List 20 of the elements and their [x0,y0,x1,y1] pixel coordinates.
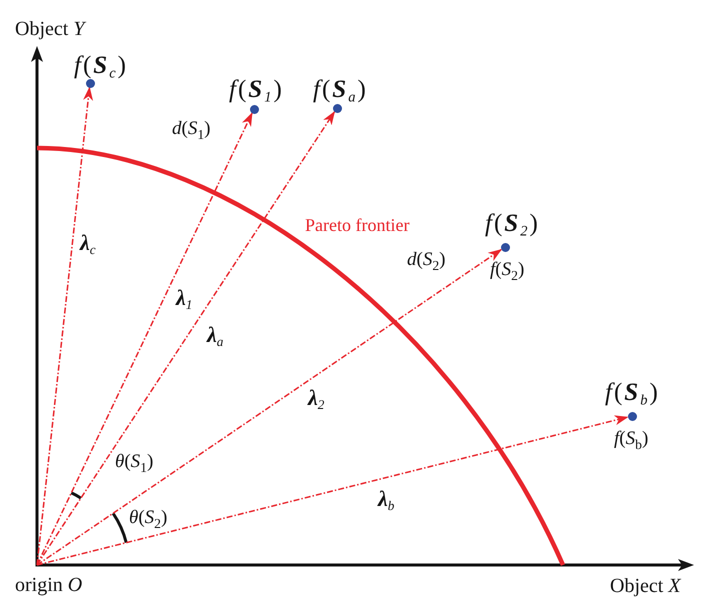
curve-label: Pareto frontier [305,215,410,236]
math-label: θ(S$_{2}$) [129,507,168,529]
math-label: θ(S$_{1}$) [115,451,154,473]
point-label: f(S$_{2}$) [485,210,540,238]
point-label: f(S$_{b}$) [605,379,660,406]
dashed-arrow [36,112,253,566]
axis-label: Object X [610,575,681,598]
point-label: f(S$_{1}$) [229,76,284,104]
point-caption: f(S$_{2}$) [490,259,524,281]
math-label: d(S$_{2}$) [407,249,446,271]
point-label: f(S$_{c}$) [74,52,128,80]
point-label: f(S$_{a}$) [313,76,368,104]
origin-label: origin O [15,574,82,597]
math-label: d(S$_{1}$) [172,118,210,140]
dashed-arrow [36,86,94,566]
point-caption: f(S$_{b}$) [614,428,648,450]
dashed-arrow [36,110,336,566]
axis-label: Object Y [15,18,84,41]
dashed-arrow [36,248,502,566]
dashed-arrow [36,415,629,566]
